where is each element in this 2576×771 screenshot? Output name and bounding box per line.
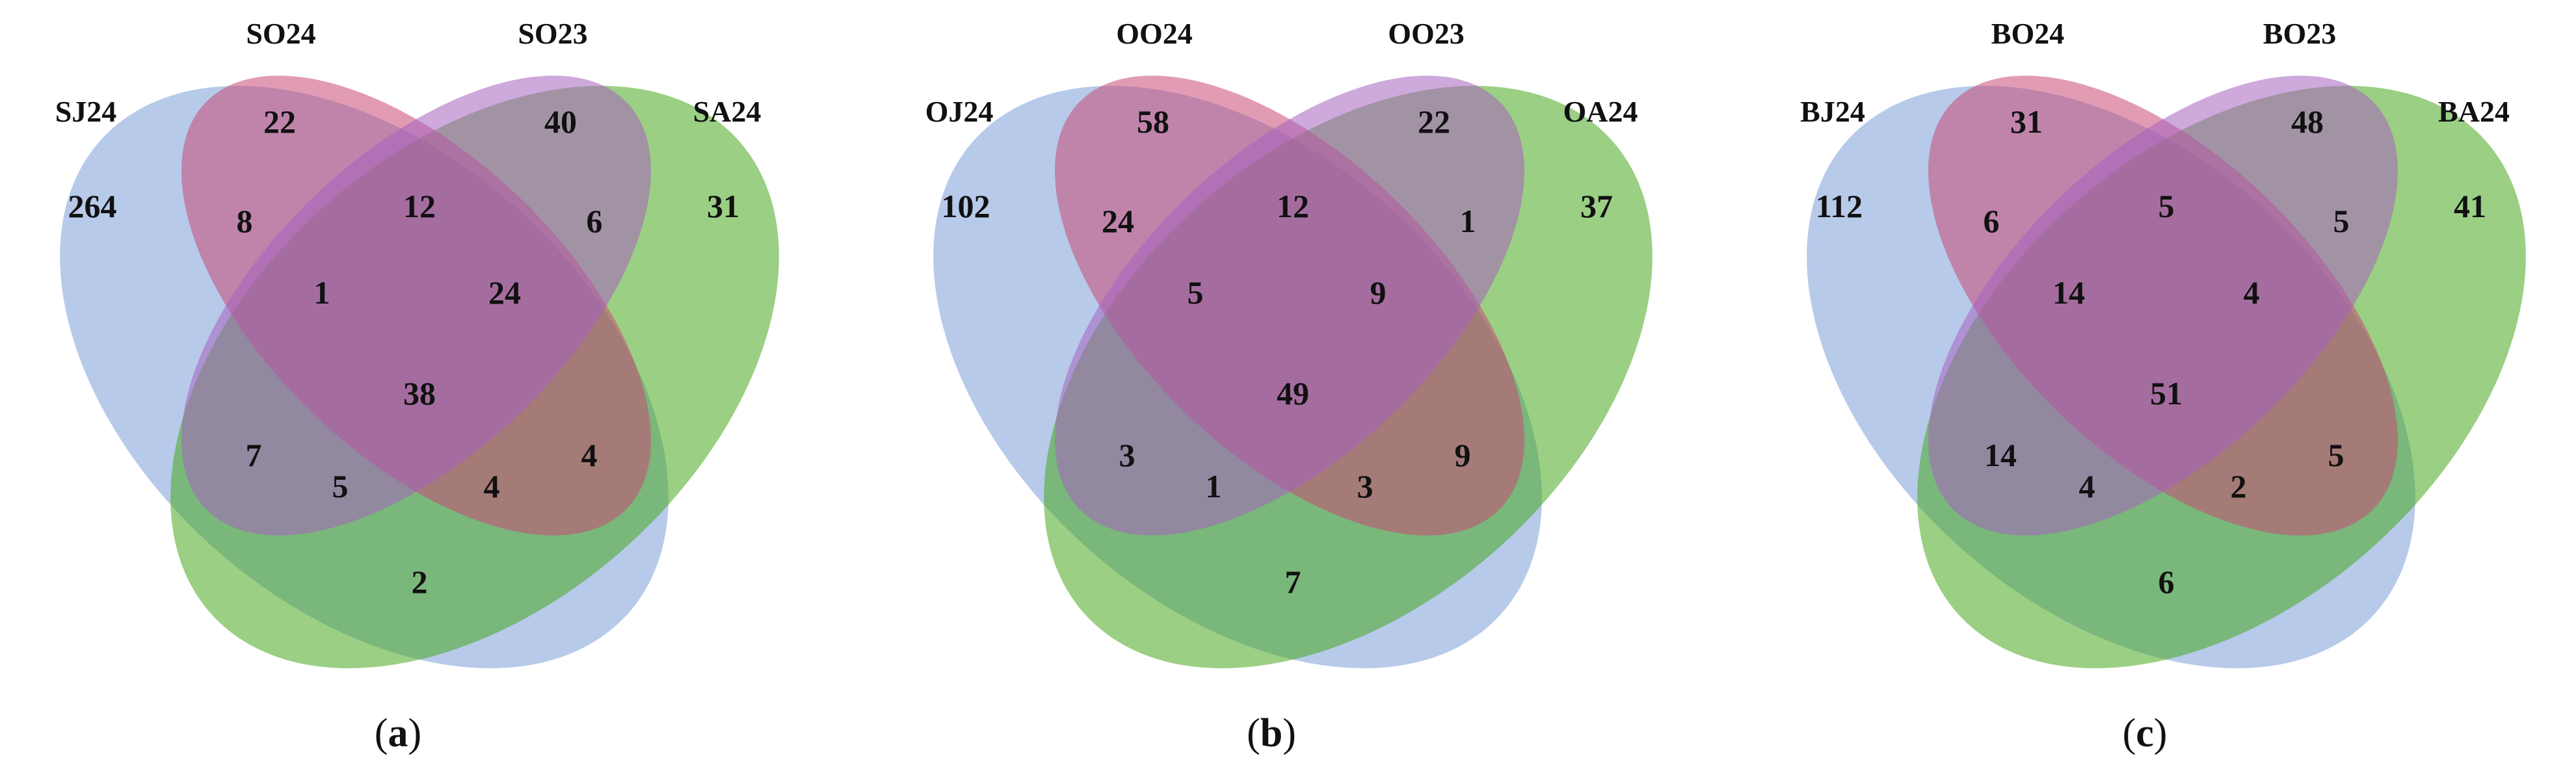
venn-region-count-bc: 12	[1277, 188, 1309, 224]
venn-region-count-abd: 2	[2231, 468, 2247, 504]
venn-region-count-abcd: 38	[403, 375, 436, 412]
venn-region-count-c: 48	[2291, 103, 2324, 140]
venn-set-label: BA24	[2438, 95, 2510, 128]
venn-set-label: OO23	[1388, 17, 1465, 50]
venn-region-count-abd: 4	[484, 468, 500, 504]
venn-region-count-acd: 4	[2079, 468, 2095, 504]
venn-region-count-cd: 1	[1460, 203, 1476, 239]
panel-caption: (b)	[1247, 711, 1296, 755]
venn-region-count-abcd: 51	[2150, 375, 2183, 412]
venn-set-label: BJ24	[1800, 95, 1865, 128]
venn-region-count-d: 41	[2454, 188, 2486, 224]
venn-region-count-bd: 5	[2328, 437, 2344, 473]
venn-set-label: SA24	[693, 95, 762, 128]
venn-region-count-a: 264	[68, 188, 117, 224]
venn-region-count-bc: 12	[403, 188, 436, 224]
venn-region-count-cd: 6	[587, 203, 603, 239]
venn-region-count-acd: 1	[1206, 468, 1222, 504]
caption-close-paren: )	[1282, 711, 1296, 755]
venn-region-count-d: 31	[707, 188, 739, 224]
venn-region-count-ad: 6	[2158, 564, 2175, 600]
venn-region-count-abcd: 49	[1277, 375, 1309, 412]
caption-letter: a	[388, 711, 408, 755]
venn-region-count-b: 58	[1137, 103, 1169, 140]
venn-region-count-c: 22	[1418, 103, 1450, 140]
venn-region-count-bc: 5	[2158, 188, 2175, 224]
panel-caption: (a)	[375, 711, 421, 755]
venn-region-count-bcd: 24	[488, 274, 521, 311]
caption-open-paren: (	[2123, 711, 2136, 755]
venn-region-count-ac: 3	[1119, 437, 1135, 473]
venn-region-count-ab: 6	[1984, 203, 2000, 239]
venn-set-label: OO24	[1116, 17, 1193, 50]
venn-region-count-a: 102	[942, 188, 990, 224]
caption-letter: c	[2136, 711, 2154, 755]
venn-set-label: SJ24	[55, 95, 117, 128]
venn-set-label: SO23	[518, 17, 587, 50]
venn-set-label: SO24	[246, 17, 315, 50]
venn-set-label: BO24	[1991, 17, 2064, 50]
venn-region-count-abc: 1	[314, 274, 330, 311]
venn-region-count-cd: 5	[2333, 203, 2350, 239]
caption-letter: b	[1260, 711, 1282, 755]
venn-set-3	[181, 75, 651, 536]
panel-caption: (c)	[2123, 711, 2168, 755]
venn-region-count-d: 37	[1580, 188, 1613, 224]
venn-region-count-bcd: 4	[2244, 274, 2260, 311]
venn-set-label: BO23	[2263, 17, 2336, 50]
venn-region-count-ad: 7	[1285, 564, 1301, 600]
caption-close-paren: )	[2154, 711, 2168, 755]
caption-open-paren: (	[375, 711, 388, 755]
caption-close-paren: )	[408, 711, 422, 755]
venn-region-count-bcd: 9	[1370, 274, 1387, 311]
caption-open-paren: (	[1247, 711, 1260, 755]
venn-region-count-ac: 14	[1984, 437, 2017, 473]
venn-region-count-acd: 5	[332, 468, 349, 504]
venn-region-count-ab: 8	[237, 203, 253, 239]
venn-set-label: OJ24	[925, 95, 994, 128]
venn-region-count-b: 22	[263, 103, 296, 140]
venn-region-count-bd: 9	[1455, 437, 1471, 473]
venn-region-count-ab: 24	[1102, 203, 1134, 239]
venn-region-count-ad: 2	[412, 564, 428, 600]
venn-region-count-a: 112	[1816, 188, 1863, 224]
venn-region-count-abc: 14	[2052, 274, 2085, 311]
venn-set-3	[1928, 75, 2398, 536]
venn-region-count-bd: 4	[581, 437, 598, 473]
venn-set-label: OA24	[1563, 95, 1638, 128]
venn-set-3	[1055, 75, 1524, 536]
venn-region-count-c: 40	[544, 103, 577, 140]
venn-region-count-abc: 5	[1188, 274, 1204, 311]
venn-region-count-abd: 3	[1357, 468, 1374, 504]
venn-region-count-b: 31	[2010, 103, 2043, 140]
venn-region-count-ac: 7	[246, 437, 262, 473]
